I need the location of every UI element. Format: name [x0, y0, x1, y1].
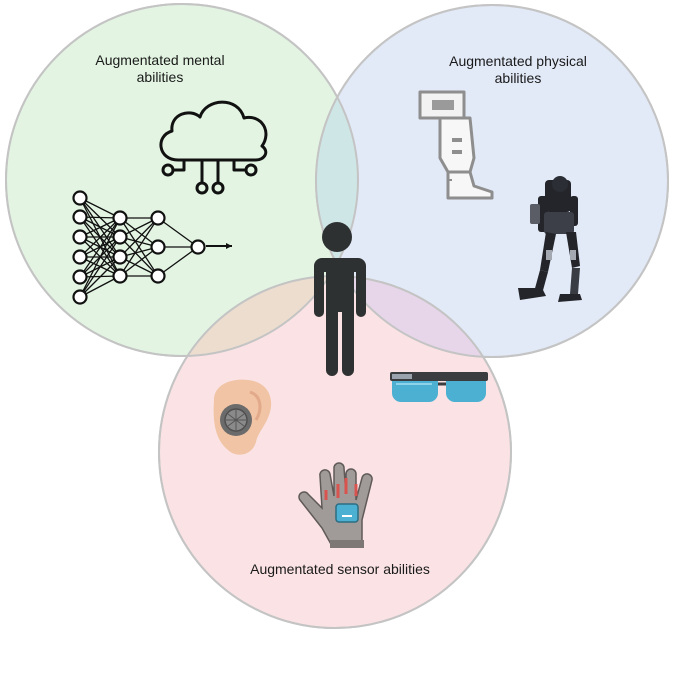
nn-node — [72, 249, 88, 265]
exoskeleton-icon — [518, 176, 582, 302]
nn-connection — [79, 236, 121, 298]
nn-node — [112, 249, 128, 265]
nn-connection — [79, 256, 121, 298]
cloud-network-icon — [159, 100, 268, 195]
nn-node — [72, 209, 88, 225]
nn-node — [150, 210, 166, 226]
label-mental-abilities: Augmentated mental abilities — [95, 52, 225, 85]
label-physical-abilities: Augmentated physical abilities — [449, 53, 587, 86]
nn-connection — [79, 217, 121, 258]
nn-node — [150, 268, 166, 284]
smart-glasses-icon — [390, 372, 488, 402]
nn-node — [150, 239, 166, 255]
nn-connection — [119, 236, 159, 277]
nn-connection — [79, 217, 121, 298]
nn-node — [72, 229, 88, 245]
person-icon — [314, 222, 366, 376]
nn-connection — [119, 246, 159, 277]
nn-node — [112, 229, 128, 245]
nn-connection — [119, 217, 159, 258]
nn-node — [190, 239, 206, 255]
nn-node — [72, 190, 88, 206]
prosthetic-leg-icon — [418, 90, 494, 200]
nn-connection — [79, 217, 121, 278]
nn-connection — [119, 217, 159, 277]
neural-network-icon — [72, 190, 232, 305]
haptic-glove-icon — [298, 462, 373, 548]
nn-node — [72, 289, 88, 305]
hearing-aid-ear-icon — [213, 379, 272, 455]
nn-connection — [157, 217, 199, 248]
nn-node — [112, 210, 128, 226]
label-sensor-abilities: Augmentated sensor abilities — [250, 561, 430, 577]
nn-node — [72, 269, 88, 285]
nn-connection — [157, 246, 199, 277]
nn-node — [112, 268, 128, 284]
nn-connection — [119, 217, 159, 248]
